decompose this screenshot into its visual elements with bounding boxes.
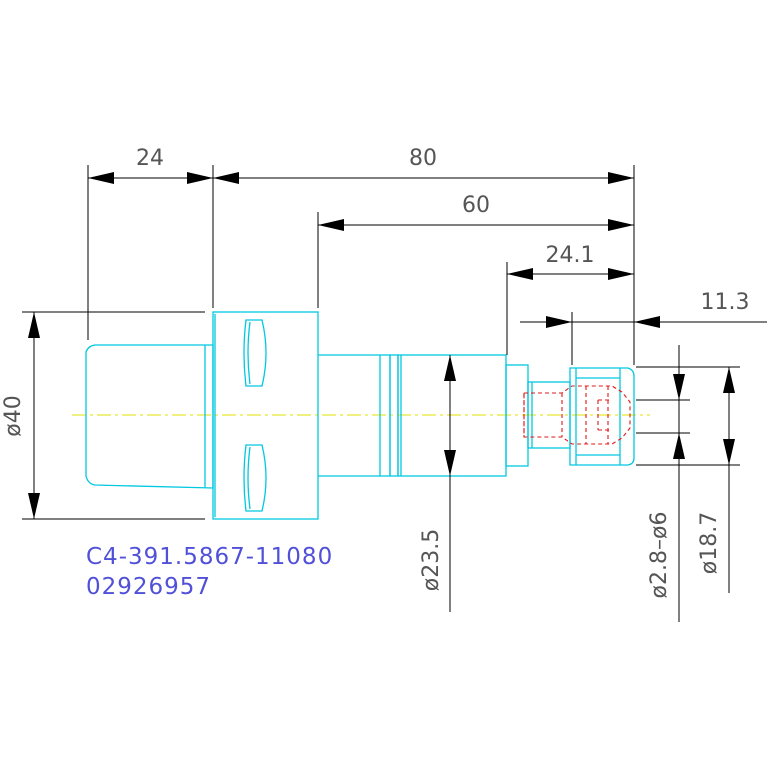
dim-label-dia-range: ø2.8–ø6 [647,512,672,599]
taper-shank [85,344,214,489]
hidden-collet [523,385,631,445]
dim-label-60: 60 [462,193,490,218]
dim-label-24-1: 24.1 [546,243,595,268]
dim-label-dia-18-7: ø18.7 [697,512,722,574]
dim-label-dia-23-5: ø23.5 [419,529,444,591]
dim-label-11-3: 11.3 [701,290,750,315]
flange [212,311,319,520]
collet-nut [569,367,635,466]
dim-label-dia-40: ø40 [1,395,26,436]
tool-body [85,311,635,520]
part-number: 02926957 [86,574,212,600]
drive-slot-top [243,319,267,387]
dimension-lines [22,165,767,622]
dim-label-80: 80 [409,146,437,171]
drive-slot-bottom [243,444,267,512]
dim-label-24: 24 [136,146,164,171]
part-code: C4-391.5867-11080 [86,544,334,570]
